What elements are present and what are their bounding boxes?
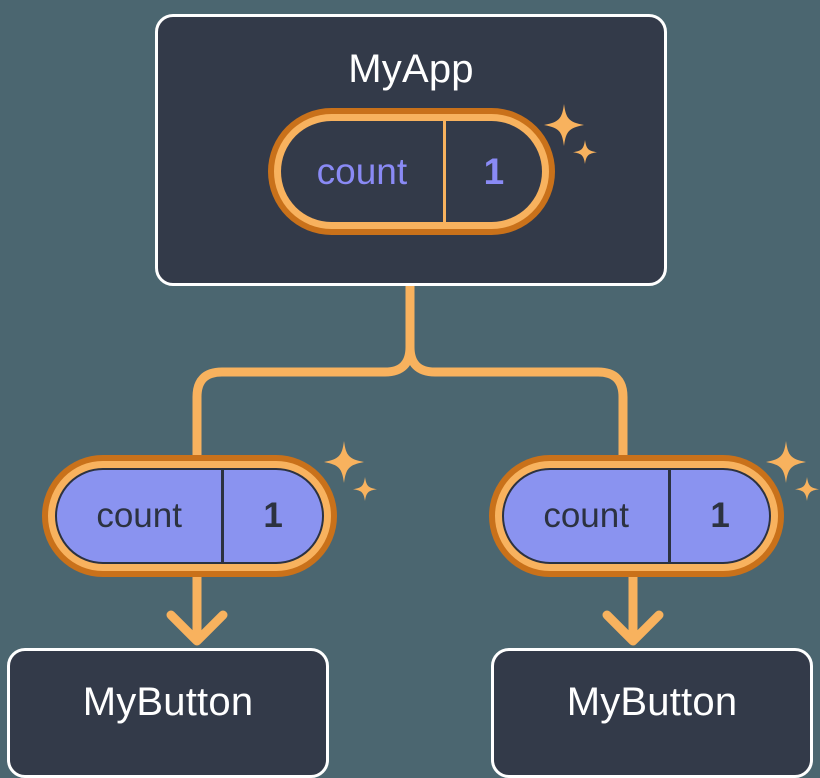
- state-value-label: 1: [221, 470, 322, 562]
- state-key-label: count: [316, 150, 408, 192]
- state-pill-ring-inner: count 1: [495, 461, 778, 571]
- state-pill-body: count 1: [281, 121, 542, 222]
- component-node-mybutton-left[interactable]: MyButton: [7, 648, 329, 778]
- page-title: MyApp: [348, 47, 474, 91]
- state-pill-body: count 1: [502, 468, 771, 564]
- sparkle-large-icon: [324, 441, 364, 483]
- sparkle-small-icon: [353, 477, 377, 501]
- state-pill-child-left[interactable]: count 1: [42, 455, 337, 577]
- state-pill-ring-inner: count 1: [48, 461, 331, 571]
- state-pill-myapp[interactable]: count 1: [268, 108, 555, 235]
- edge-root-to-right-child: [405, 281, 628, 465]
- state-value-label: 1: [668, 470, 769, 562]
- edge-root-to-left-child: [192, 281, 415, 465]
- sparkle-small-icon: [795, 477, 819, 501]
- component-label: MyButton: [566, 680, 738, 724]
- arrow-down-icon-right: [602, 610, 664, 646]
- sparkle-large-icon: [766, 441, 806, 483]
- state-pill-child-right[interactable]: count 1: [489, 455, 784, 577]
- state-pill-ring-inner: count 1: [274, 114, 549, 229]
- component-label: MyButton: [82, 680, 254, 724]
- state-key-label: count: [543, 496, 629, 535]
- arrow-down-icon-left: [166, 610, 228, 646]
- component-node-mybutton-right[interactable]: MyButton: [491, 648, 813, 778]
- state-key-label: count: [96, 496, 182, 535]
- state-value-label: 1: [442, 121, 542, 222]
- state-pill-body: count 1: [55, 468, 324, 564]
